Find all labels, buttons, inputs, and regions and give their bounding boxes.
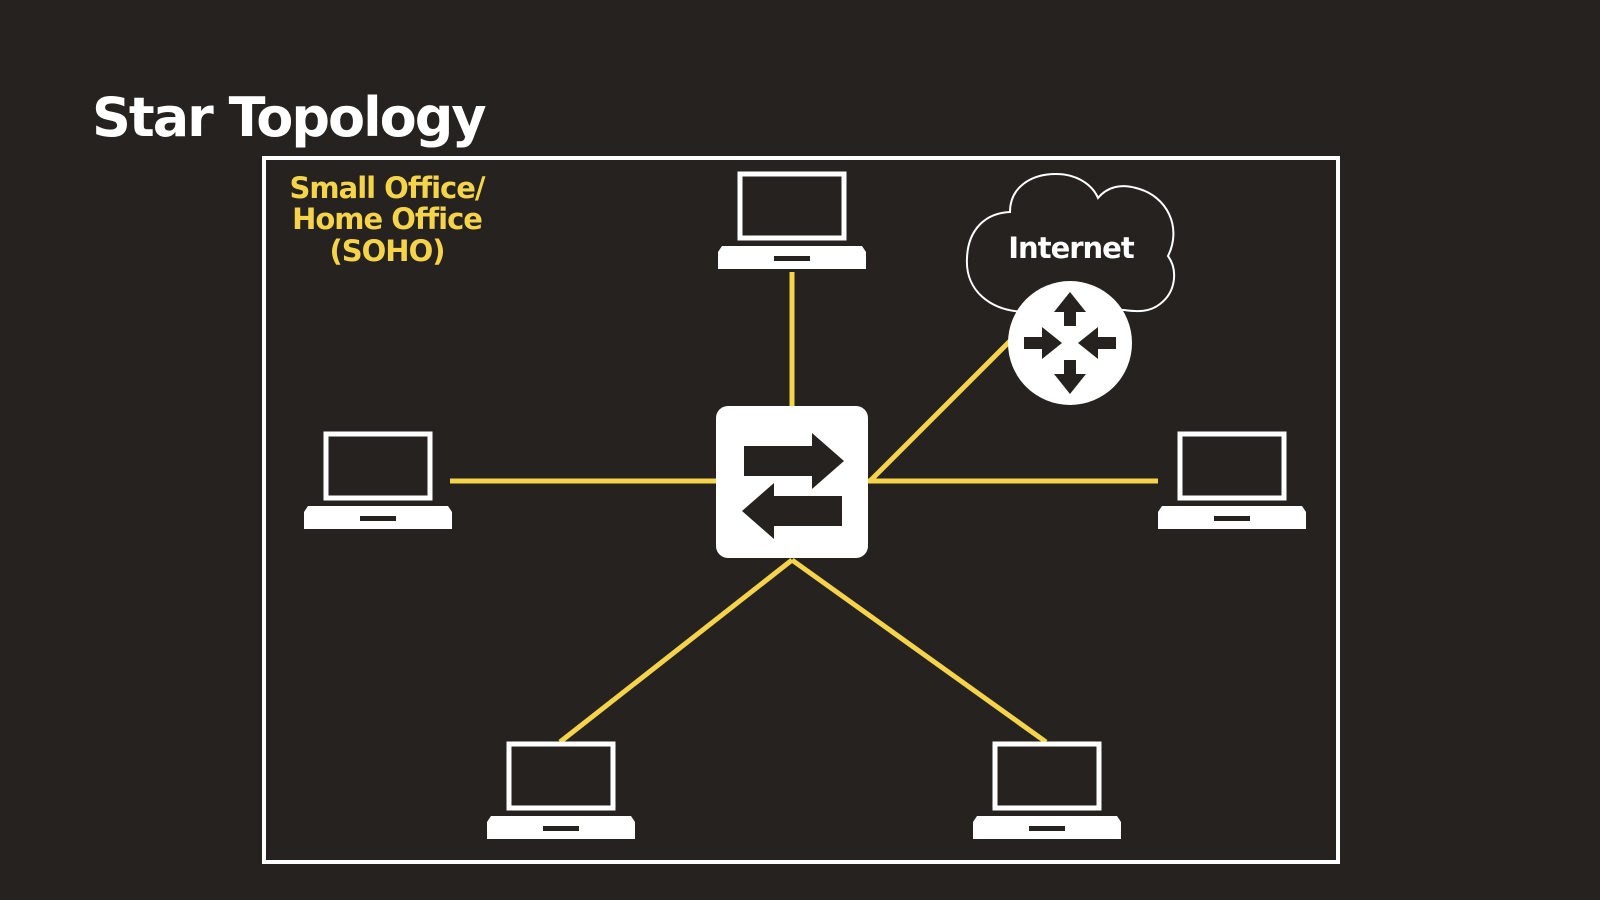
router-icon bbox=[1008, 281, 1132, 405]
laptop-icon bbox=[973, 744, 1121, 839]
link-switch-bottom-left bbox=[558, 558, 794, 744]
region-label: Small Office/ Home Office (SOHO) bbox=[290, 171, 487, 268]
laptop-icon bbox=[1158, 434, 1306, 529]
soho-boundary bbox=[262, 156, 1340, 864]
cloud-label: Internet bbox=[1008, 231, 1135, 265]
laptop-icon bbox=[487, 744, 635, 839]
switch-icon bbox=[716, 406, 868, 558]
page-title: Star Topology bbox=[92, 86, 486, 149]
region-label-line: (SOHO) bbox=[330, 234, 445, 268]
laptop-icon bbox=[304, 434, 452, 529]
laptop-icon bbox=[718, 174, 866, 269]
links bbox=[450, 272, 1158, 745]
link-switch-router bbox=[868, 339, 1012, 483]
cloud-icon bbox=[965, 172, 1176, 313]
region-label-line: Home Office bbox=[292, 202, 482, 236]
link-switch-bottom-right bbox=[790, 557, 1048, 745]
region-label-line: Small Office/ bbox=[290, 171, 486, 205]
